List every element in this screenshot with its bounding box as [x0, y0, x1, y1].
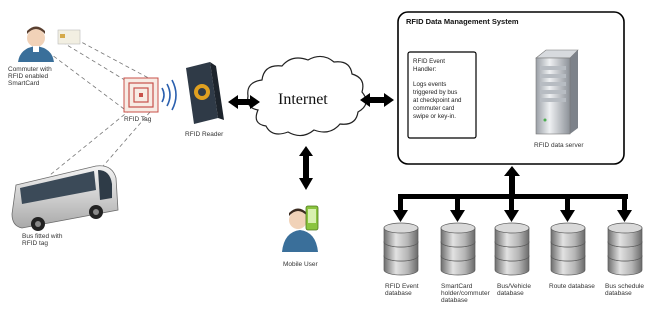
rfid-tag-label: RFID Tag [124, 116, 152, 123]
db-3-label-line-2: database [497, 290, 524, 297]
database-5-icon [607, 222, 643, 276]
db-2-label-line-3: database [441, 297, 468, 304]
radio-waves-icon [161, 79, 177, 111]
event-handler-body-line-1: Logs events [413, 81, 446, 88]
databases-group [383, 222, 643, 276]
commuter-figure [18, 26, 81, 62]
event-handler-body-line-4: commuter card [413, 105, 455, 112]
commuter-label-line-2: RFID enabled [8, 73, 48, 80]
event-handler-body-line-2: triggered by bus [413, 89, 457, 96]
bus-icon [11, 165, 119, 231]
db-5-label-line-1: Bus schedule [605, 283, 644, 290]
database-3-icon [494, 222, 530, 276]
internet-label: Internet [278, 91, 328, 108]
rfid-reader-icon [186, 62, 224, 124]
database-1-icon [383, 222, 419, 276]
rfid-reader-label: RFID Reader [185, 131, 224, 138]
db-1-label-line-1: RFID Event [385, 283, 419, 290]
data-server-icon [535, 49, 579, 135]
db-2-label-line-1: SmartCard [441, 283, 473, 290]
event-handler-body-line-5: swipe or key-in. [413, 113, 456, 120]
system-title: RFID Data Management System [406, 17, 519, 26]
mobile-user-label: Mobile User [283, 261, 319, 268]
arrow-internet-system [360, 93, 394, 107]
event-handler-box [407, 51, 477, 139]
db-1-label-line-2: database [385, 290, 412, 297]
db-2-label-line-2: holder/commuter [441, 290, 491, 297]
event-handler-title-line-1: RFID Event [413, 58, 445, 65]
database-2-icon [440, 222, 476, 276]
db-3-label-line-1: Bus/Vehicle [497, 283, 531, 290]
arrow-internet-mobile [299, 146, 313, 190]
data-server-label: RFID data server [534, 142, 584, 149]
tag-link-lines [47, 35, 157, 176]
event-handler-title-line-2: Handler: [413, 66, 437, 73]
rfid-tag-icon [123, 77, 159, 113]
commuter-label-line-3: SmartCard [8, 80, 40, 87]
commuter-label-line-1: Commuter with [8, 66, 52, 73]
mobile-user-icon [282, 205, 319, 252]
db-4-label-line-1: Route database [549, 283, 595, 290]
bus-label-line-1: Bus fitted with [22, 233, 63, 240]
internet-cloud [247, 55, 367, 137]
database-connector-tree [393, 166, 632, 222]
bus-label-line-2: RFID tag [22, 240, 48, 247]
arrow-reader-internet [228, 95, 260, 109]
event-handler-body-line-3: at checkpoint and [413, 97, 462, 104]
database-4-icon [550, 222, 586, 276]
db-5-label-line-2: database [605, 290, 632, 297]
smartcard-icon [57, 29, 81, 45]
smartcard-chip-icon [60, 34, 65, 38]
